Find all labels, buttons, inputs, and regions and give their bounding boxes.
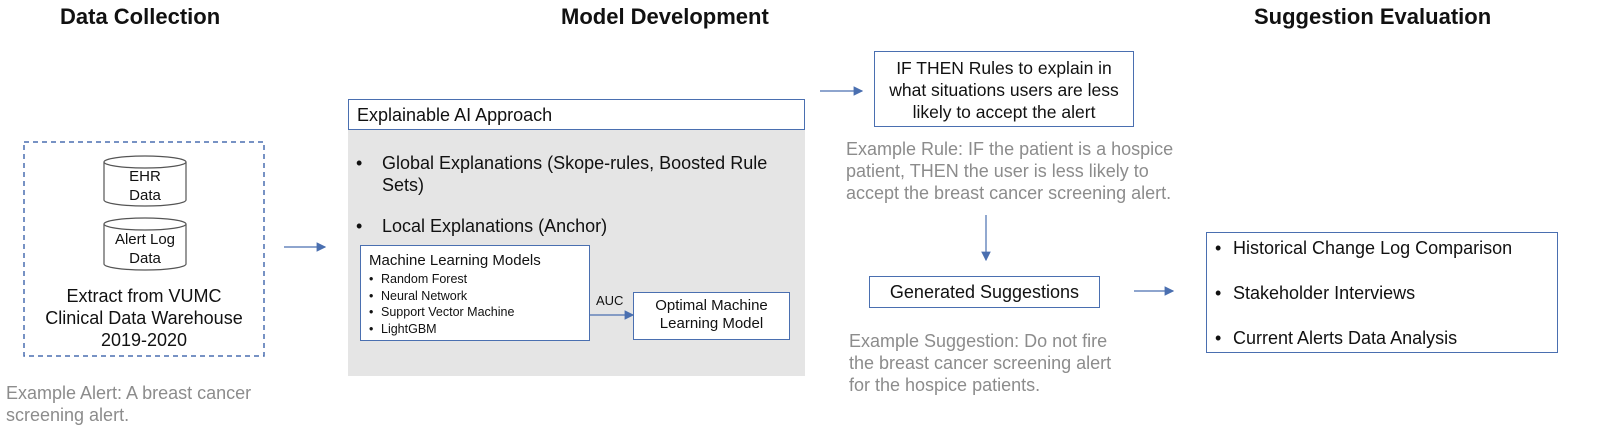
evaluation-box: •Historical Change Log Comparison •Stake…: [1206, 232, 1558, 353]
heading-model-development: Model Development: [561, 4, 769, 29]
example-suggestion-text: Example Suggestion: Do not fire the brea…: [849, 331, 1112, 395]
ml-model-item: •LightGBM: [369, 321, 437, 336]
local-explanations-item: • Local Explanations (Anchor): [356, 216, 608, 236]
global-explanations-item: • Global Explanations (Skope-rules, Boos…: [356, 153, 768, 195]
alert-log-cylinder-icon: [103, 217, 187, 271]
auc-label: AUC: [596, 293, 624, 308]
example-alert-text: Example Alert: A breast cancer screening…: [6, 383, 252, 425]
generated-suggestions-label: Generated Suggestions: [889, 282, 1080, 302]
ml-models-title: Machine Learning Models: [369, 252, 541, 269]
extract-source-text: Extract from VUMC Clinical Data Warehous…: [45, 286, 243, 350]
generated-suggestions-box: Generated Suggestions: [869, 276, 1100, 308]
ml-model-item: •Neural Network: [369, 288, 468, 303]
evaluation-item: •Stakeholder Interviews: [1215, 283, 1416, 303]
heading-suggestion-evaluation: Suggestion Evaluation: [1254, 4, 1492, 29]
optimal-model-box: Optimal Machine Learning Model: [633, 292, 790, 340]
data-collection-dashed-box: [23, 141, 265, 357]
ml-model-item: •Support Vector Machine: [369, 305, 515, 319]
example-rule-text: Example Rule: IF the patient is a hospic…: [846, 139, 1174, 203]
ehr-data-label: EHR Data: [129, 168, 161, 204]
evaluation-item: •Current Alerts Data Analysis: [1215, 328, 1458, 348]
ehr-cylinder-icon: [103, 155, 187, 207]
alert-log-data-label: Alert Log Data: [114, 231, 176, 267]
xai-approach-box: Explainable AI Approach: [348, 99, 805, 130]
if-then-rules-box: IF THEN Rules to explain in what situati…: [874, 51, 1134, 127]
xai-approach-title: Explainable AI Approach: [357, 105, 553, 125]
ml-models-box: Machine Learning Models •Random Forest •…: [360, 245, 590, 341]
evaluation-item: •Historical Change Log Comparison: [1215, 238, 1513, 258]
ml-model-item: •Random Forest: [369, 272, 468, 286]
heading-data-collection: Data Collection: [60, 4, 221, 29]
